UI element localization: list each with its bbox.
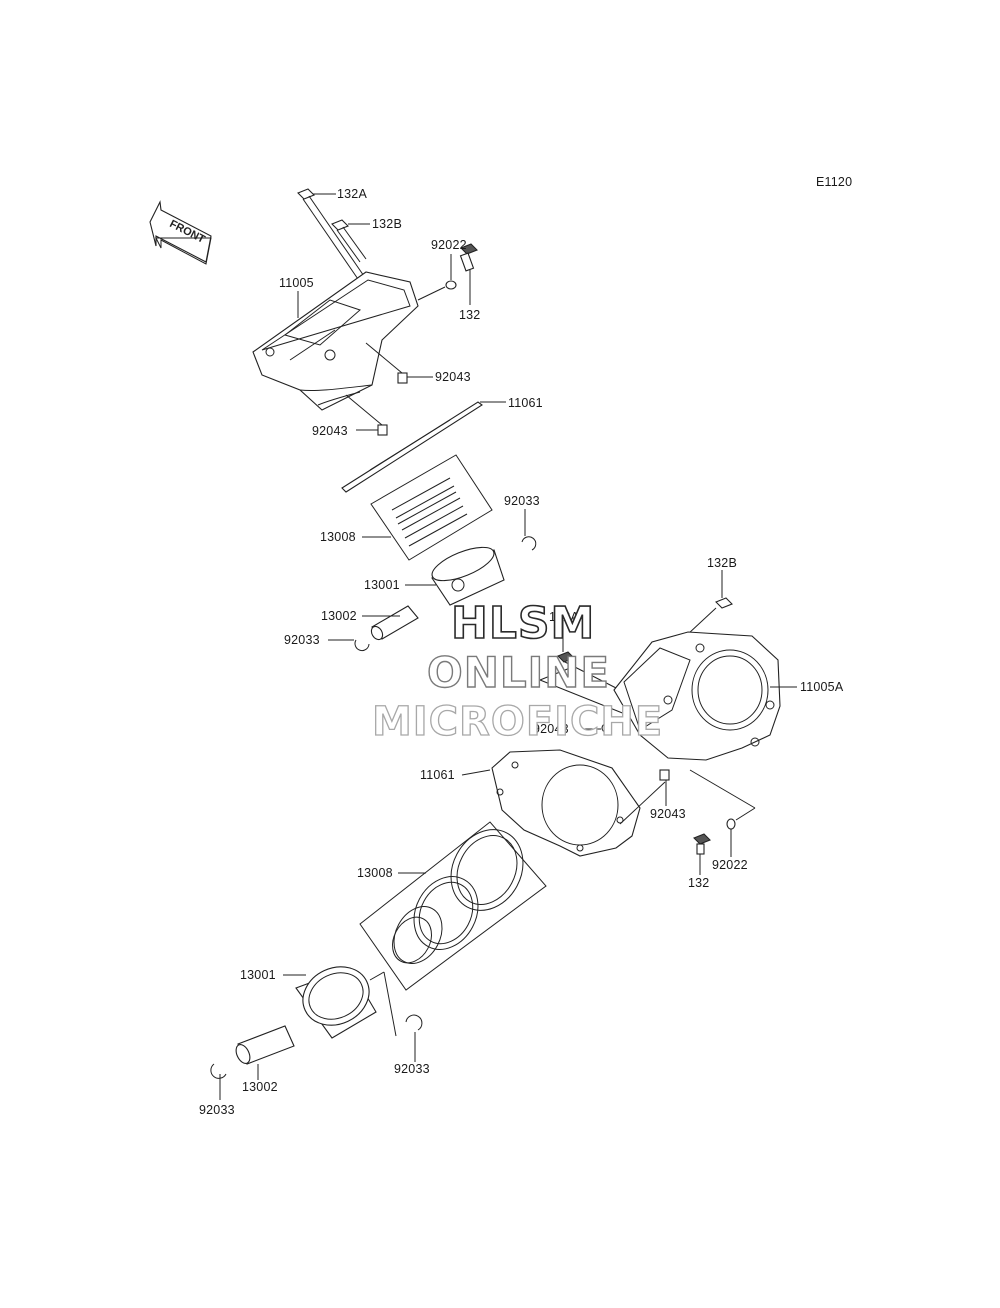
callout-11061-lower: 11061: [420, 768, 455, 782]
dowel-pin-92043-b: [377, 424, 388, 436]
bolt-132a-lower: [557, 651, 621, 691]
callout-11005a: 11005A: [800, 680, 844, 694]
watermark-line-2: ONLINE: [426, 647, 611, 697]
callout-13008-lower: 13008: [357, 866, 393, 880]
leader-lines: [219, 193, 797, 1100]
piston-rings-13008-upper: [370, 454, 493, 561]
callout-132a-lower: 132A: [549, 610, 579, 624]
front-arrow-icon: FRONT: [149, 200, 212, 265]
dowel-pin-92043-a: [397, 372, 408, 384]
callout-92043-a: 92043: [435, 370, 471, 384]
dowel-pin-92043-c: [601, 723, 611, 733]
circlip-92033-lower-left: [210, 1063, 227, 1079]
callout-13008-upper: 13008: [320, 530, 356, 544]
callout-92043-d: 92043: [650, 807, 686, 821]
callout-92033-upper-left: 92033: [284, 633, 320, 647]
watermark-line-3: MICROFICHE: [371, 698, 664, 745]
gasket-11061-lower: [491, 749, 641, 857]
bolt-132-upper: [459, 243, 478, 272]
callout-13002-upper: 13002: [321, 609, 357, 623]
callout-92033-lower-right: 92033: [394, 1062, 430, 1076]
callout-92033-upper-right: 92033: [504, 494, 540, 508]
callout-92033-lower-left: 92033: [199, 1103, 235, 1117]
callout-13001-upper: 13001: [364, 578, 400, 592]
piston-13001-upper: [431, 546, 505, 606]
cylinder-11005a: [613, 631, 781, 761]
piston-13001-lower: [295, 966, 377, 1039]
circlip-92033-lower-right: [405, 1014, 423, 1031]
gasket-11061-upper: [341, 401, 483, 493]
callout-132-lower: 132: [688, 876, 710, 890]
circlip-92033-upper-right: [521, 536, 537, 551]
callout-132b-lower: 132B: [707, 556, 737, 570]
piston-pin-13002-lower: [235, 1025, 295, 1065]
bolt-132-lower: [693, 833, 711, 855]
dowel-pin-92043-d: [659, 769, 670, 781]
callout-11061-upper: 11061: [508, 396, 543, 410]
callout-92043-b: 92043: [312, 424, 348, 438]
callout-132a-upper: 132A: [337, 187, 367, 201]
circlip-92033-upper-left: [354, 639, 370, 652]
callout-92043-c: 92043: [533, 722, 569, 736]
callout-13002-lower: 13002: [242, 1080, 278, 1094]
watermark-line-1: HLSM: [450, 597, 596, 650]
callout-92022-lower: 92022: [712, 858, 748, 872]
callout-11005: 11005: [279, 276, 314, 290]
callout-132b-upper: 132B: [372, 217, 402, 231]
washer-92022-upper: [445, 280, 457, 290]
diagram-code: E1120: [816, 175, 853, 189]
callout-132-upper: 132: [459, 308, 481, 322]
washer-92022-lower: [726, 818, 736, 830]
bolt-132a-upper: [297, 188, 367, 283]
bolt-132b-upper: [331, 219, 367, 263]
callout-13001-lower: 13001: [240, 968, 276, 982]
piston-rings-13008-lower: [359, 821, 547, 991]
cylinder-11005: [252, 271, 419, 411]
bolt-132b-lower: [687, 597, 733, 635]
piston-pin-13002-upper: [370, 605, 419, 641]
callout-92022-upper: 92022: [431, 238, 467, 252]
